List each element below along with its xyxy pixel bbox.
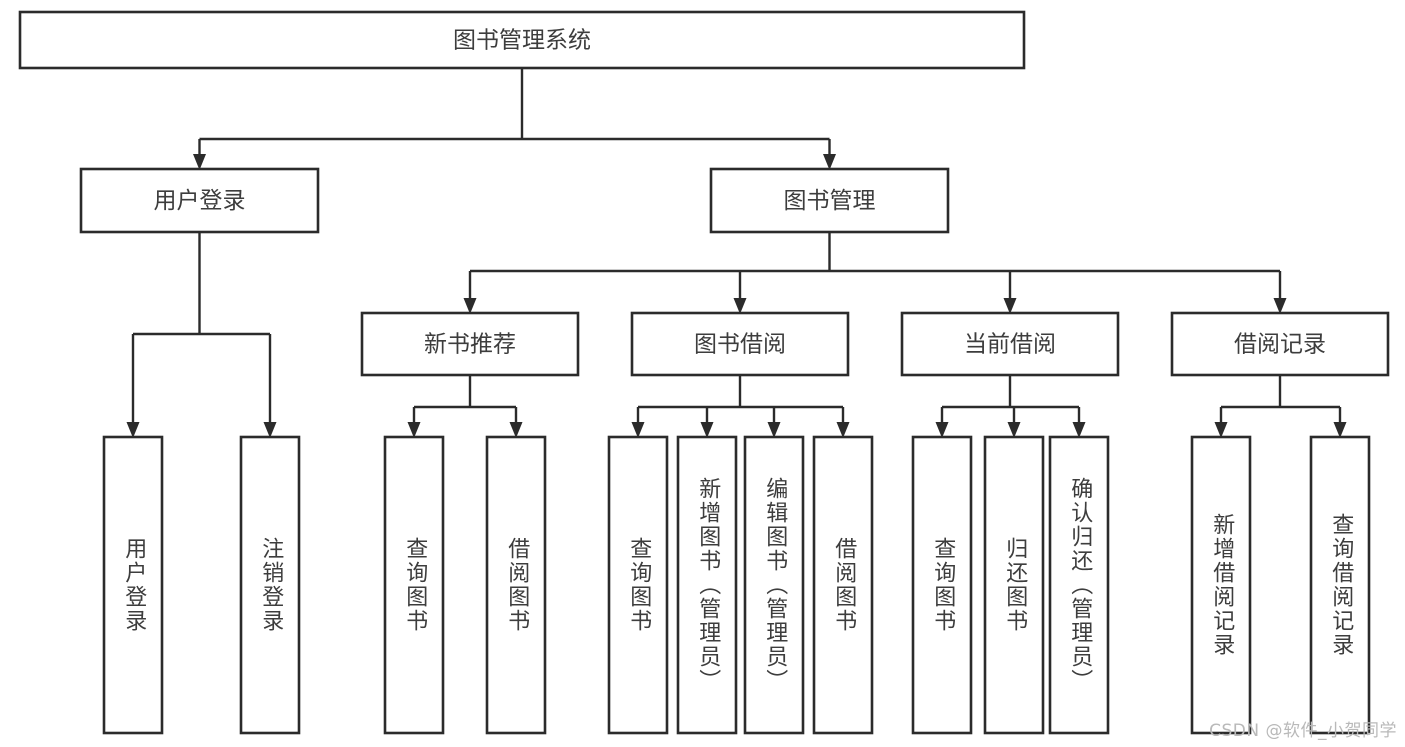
node-leaf[interactable]: 查询图书: [607, 435, 669, 735]
connector-group: [126, 232, 277, 438]
node-label: 查询图书: [626, 537, 652, 633]
node-leaf[interactable]: 借阅图书: [485, 435, 547, 735]
node-box[interactable]: [911, 435, 973, 735]
node-label-wrap: 新增图书（管理员）: [695, 477, 721, 693]
node-leaf[interactable]: 借阅图书: [812, 435, 874, 735]
node-box[interactable]: [79, 167, 320, 234]
node-box[interactable]: [360, 311, 580, 377]
connector-group: [463, 232, 1287, 314]
node-label: 归还图书: [1002, 537, 1028, 633]
node-label-wrap: 用户登录: [121, 537, 147, 633]
connector-group: [193, 68, 836, 170]
node-label-wrap: 确认归还（管理员）: [1067, 477, 1093, 693]
node-leaf[interactable]: 用户登录: [102, 435, 164, 735]
node-box[interactable]: [1309, 435, 1371, 735]
node-label-wrap: 查询图书: [626, 537, 652, 633]
node-label-wrap: 查询图书: [930, 537, 956, 633]
node-label: 用户登录: [154, 188, 246, 214]
connector-group: [631, 375, 850, 438]
node-box[interactable]: [485, 435, 547, 735]
node-box[interactable]: [983, 435, 1045, 735]
connector-group: [1214, 375, 1347, 438]
node-box[interactable]: [676, 435, 738, 735]
node-label-wrap: 注销登录: [258, 537, 284, 633]
node-leaf[interactable]: 注销登录: [239, 435, 301, 735]
node-label: 图书借阅: [694, 332, 786, 358]
node-level2[interactable]: 图书借阅: [630, 311, 850, 377]
node-box[interactable]: [607, 435, 669, 735]
node-label: 查询图书: [930, 537, 956, 633]
node-label: 新增借阅记录: [1209, 513, 1235, 657]
node-box[interactable]: [900, 311, 1120, 377]
connector-group: [935, 375, 1086, 438]
node-label: 借阅记录: [1234, 332, 1326, 358]
node-label: 借阅图书: [504, 537, 530, 633]
nodes-layer: 图书管理系统用户登录图书管理新书推荐图书借阅当前借阅借阅记录用户登录注销登录查询…: [18, 10, 1390, 735]
node-box[interactable]: [1170, 311, 1390, 377]
node-leaf[interactable]: 查询借阅记录: [1309, 435, 1371, 735]
node-label: 查询借阅记录: [1328, 513, 1354, 657]
connectors-layer: [126, 68, 1347, 438]
node-leaf[interactable]: 归还图书: [983, 435, 1045, 735]
node-leaf[interactable]: 编辑图书（管理员）: [743, 435, 805, 735]
node-label-wrap: 新增借阅记录: [1209, 513, 1235, 657]
node-box[interactable]: [812, 435, 874, 735]
node-box[interactable]: [239, 435, 301, 735]
node-label: 用户登录: [121, 537, 147, 633]
node-level2[interactable]: 当前借阅: [900, 311, 1120, 377]
node-box[interactable]: [743, 435, 805, 735]
node-label-wrap: 归还图书: [1002, 537, 1028, 633]
node-level1[interactable]: 用户登录: [79, 167, 320, 234]
node-label: 图书管理: [784, 188, 876, 214]
node-box[interactable]: [630, 311, 850, 377]
node-level2[interactable]: 新书推荐: [360, 311, 580, 377]
node-label: 新书推荐: [424, 332, 516, 358]
node-box[interactable]: [1190, 435, 1252, 735]
node-label: 编辑图书（管理员）: [762, 477, 788, 693]
node-root[interactable]: 图书管理系统: [18, 10, 1026, 70]
node-label-wrap: 编辑图书（管理员）: [762, 477, 788, 693]
node-label: 注销登录: [258, 537, 284, 633]
node-label-wrap: 借阅图书: [831, 537, 857, 633]
node-box[interactable]: [18, 10, 1026, 70]
node-box[interactable]: [709, 167, 950, 234]
node-leaf[interactable]: 查询图书: [911, 435, 973, 735]
node-box[interactable]: [1048, 435, 1110, 735]
node-label: 查询图书: [402, 537, 428, 633]
node-level2[interactable]: 借阅记录: [1170, 311, 1390, 377]
node-label: 当前借阅: [964, 332, 1056, 358]
node-leaf[interactable]: 确认归还（管理员）: [1048, 435, 1110, 735]
node-leaf[interactable]: 新增图书（管理员）: [676, 435, 738, 735]
node-level1[interactable]: 图书管理: [709, 167, 950, 234]
node-label-wrap: 借阅图书: [504, 537, 530, 633]
node-label-wrap: 查询借阅记录: [1328, 513, 1354, 657]
connector-group: [407, 375, 523, 438]
node-leaf[interactable]: 查询图书: [383, 435, 445, 735]
node-label: 图书管理系统: [453, 28, 591, 54]
node-label: 新增图书（管理员）: [695, 477, 721, 693]
node-box[interactable]: [102, 435, 164, 735]
node-label: 确认归还（管理员）: [1067, 477, 1093, 693]
node-box[interactable]: [383, 435, 445, 735]
node-leaf[interactable]: 新增借阅记录: [1190, 435, 1252, 735]
node-label-wrap: 查询图书: [402, 537, 428, 633]
node-label: 借阅图书: [831, 537, 857, 633]
